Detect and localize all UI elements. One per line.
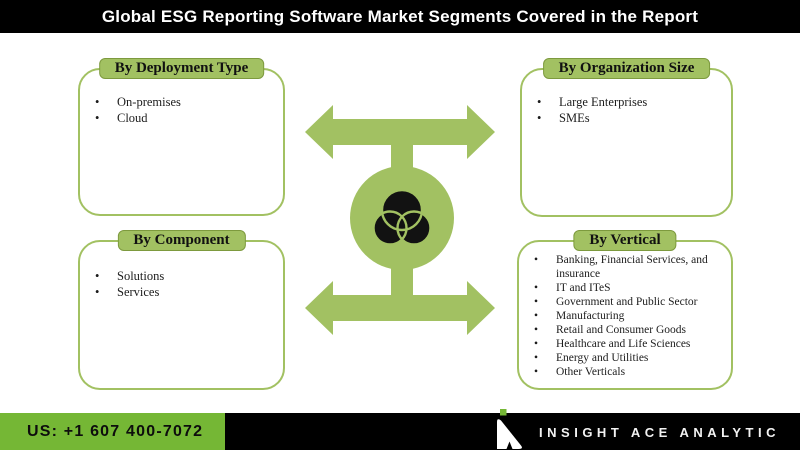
list-item: Retail and Consumer Goods: [519, 323, 731, 337]
segment-box-component: By Component SolutionsServices: [78, 230, 285, 390]
list-item: SMEs: [522, 110, 731, 126]
brand-name: INSIGHT ACE ANALYTIC: [539, 425, 780, 440]
list-item: Government and Public Sector: [519, 295, 731, 309]
phone-block: US: +1 607 400-7072: [0, 413, 225, 450]
list-item: Energy and Utilities: [519, 351, 731, 365]
list-item: Manufacturing: [519, 309, 731, 323]
list-item: Solutions: [80, 268, 283, 284]
segment-header-deployment-type: By Deployment Type: [98, 58, 265, 79]
double-headed-arrow-icon-top: [305, 105, 495, 159]
segment-box-organization-size: By Organization Size Large EnterprisesSM…: [520, 58, 733, 217]
segment-list-deployment-type: On-premisesCloud: [80, 70, 283, 126]
phone-number: US: +1 607 400-7072: [27, 422, 204, 440]
list-item: Services: [80, 284, 283, 300]
segment-box-vertical: By Vertical Banking, Financial Services,…: [517, 230, 733, 390]
list-item: On-premises: [80, 94, 283, 110]
brand-block: INSIGHT ACE ANALYTIC: [493, 407, 780, 450]
page-title: Global ESG Reporting Software Market Seg…: [101, 6, 699, 26]
double-headed-arrow-icon-bottom: [305, 281, 495, 335]
insight-ace-logo-icon: [497, 409, 522, 449]
segment-box-deployment-type: By Deployment Type On-premisesCloud: [78, 58, 285, 216]
segment-header-component: By Component: [117, 230, 246, 251]
segment-list-organization-size: Large EnterprisesSMEs: [522, 70, 731, 126]
segment-header-organization-size: By Organization Size: [542, 58, 711, 79]
list-item: Large Enterprises: [522, 94, 731, 110]
list-item: Healthcare and Life Sciences: [519, 337, 731, 351]
list-item: Banking, Financial Services, and insuran…: [519, 253, 731, 281]
list-item: Other Verticals: [519, 365, 731, 379]
center-hub-graphic: [305, 105, 495, 335]
segment-header-vertical: By Vertical: [573, 230, 677, 251]
title-bar: Global ESG Reporting Software Market Seg…: [0, 0, 800, 33]
list-item: IT and ITeS: [519, 281, 731, 295]
footer-bar: US: +1 607 400-7072 INSIGHT ACE ANALYTIC: [0, 409, 800, 450]
segment-list-vertical: Banking, Financial Services, and insuran…: [519, 242, 731, 379]
venn-diagram-icon: [372, 188, 432, 246]
list-item: Cloud: [80, 110, 283, 126]
segment-list-component: SolutionsServices: [80, 242, 283, 300]
